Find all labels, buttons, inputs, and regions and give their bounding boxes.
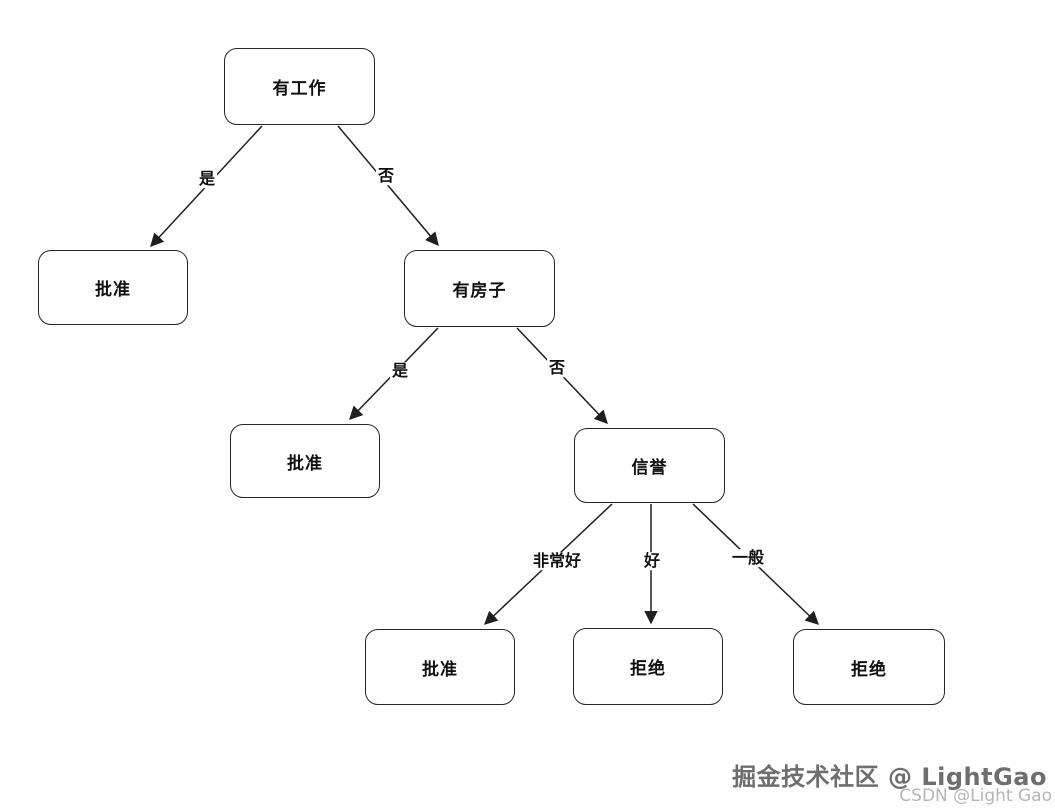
node-reject-right: 拒绝 [793,629,945,705]
node-credit: 信誉 [574,428,725,503]
edge-label-no-1: 否 [375,166,397,186]
watermark-csdn: CSDN @Light Gao [899,786,1052,806]
edge-label-no-2: 否 [546,358,568,378]
node-has-job: 有工作 [224,48,375,125]
edge-label-very-good: 非常好 [530,551,584,571]
node-approve-left: 批准 [38,250,188,325]
node-approve-mid: 批准 [230,424,380,498]
node-has-house: 有房子 [404,250,555,327]
node-reject-mid: 拒绝 [573,628,723,705]
edge-label-yes-1: 是 [196,169,218,189]
edge-label-good: 好 [641,551,663,571]
edge-hasjob-no-hashouse [337,125,439,247]
edge-label-yes-2: 是 [389,361,411,381]
node-approve-bottom: 批准 [365,629,515,705]
edge-label-average: 一般 [729,548,767,568]
watermark-juejin: 掘金技术社区 @ LightGao [732,763,1047,791]
